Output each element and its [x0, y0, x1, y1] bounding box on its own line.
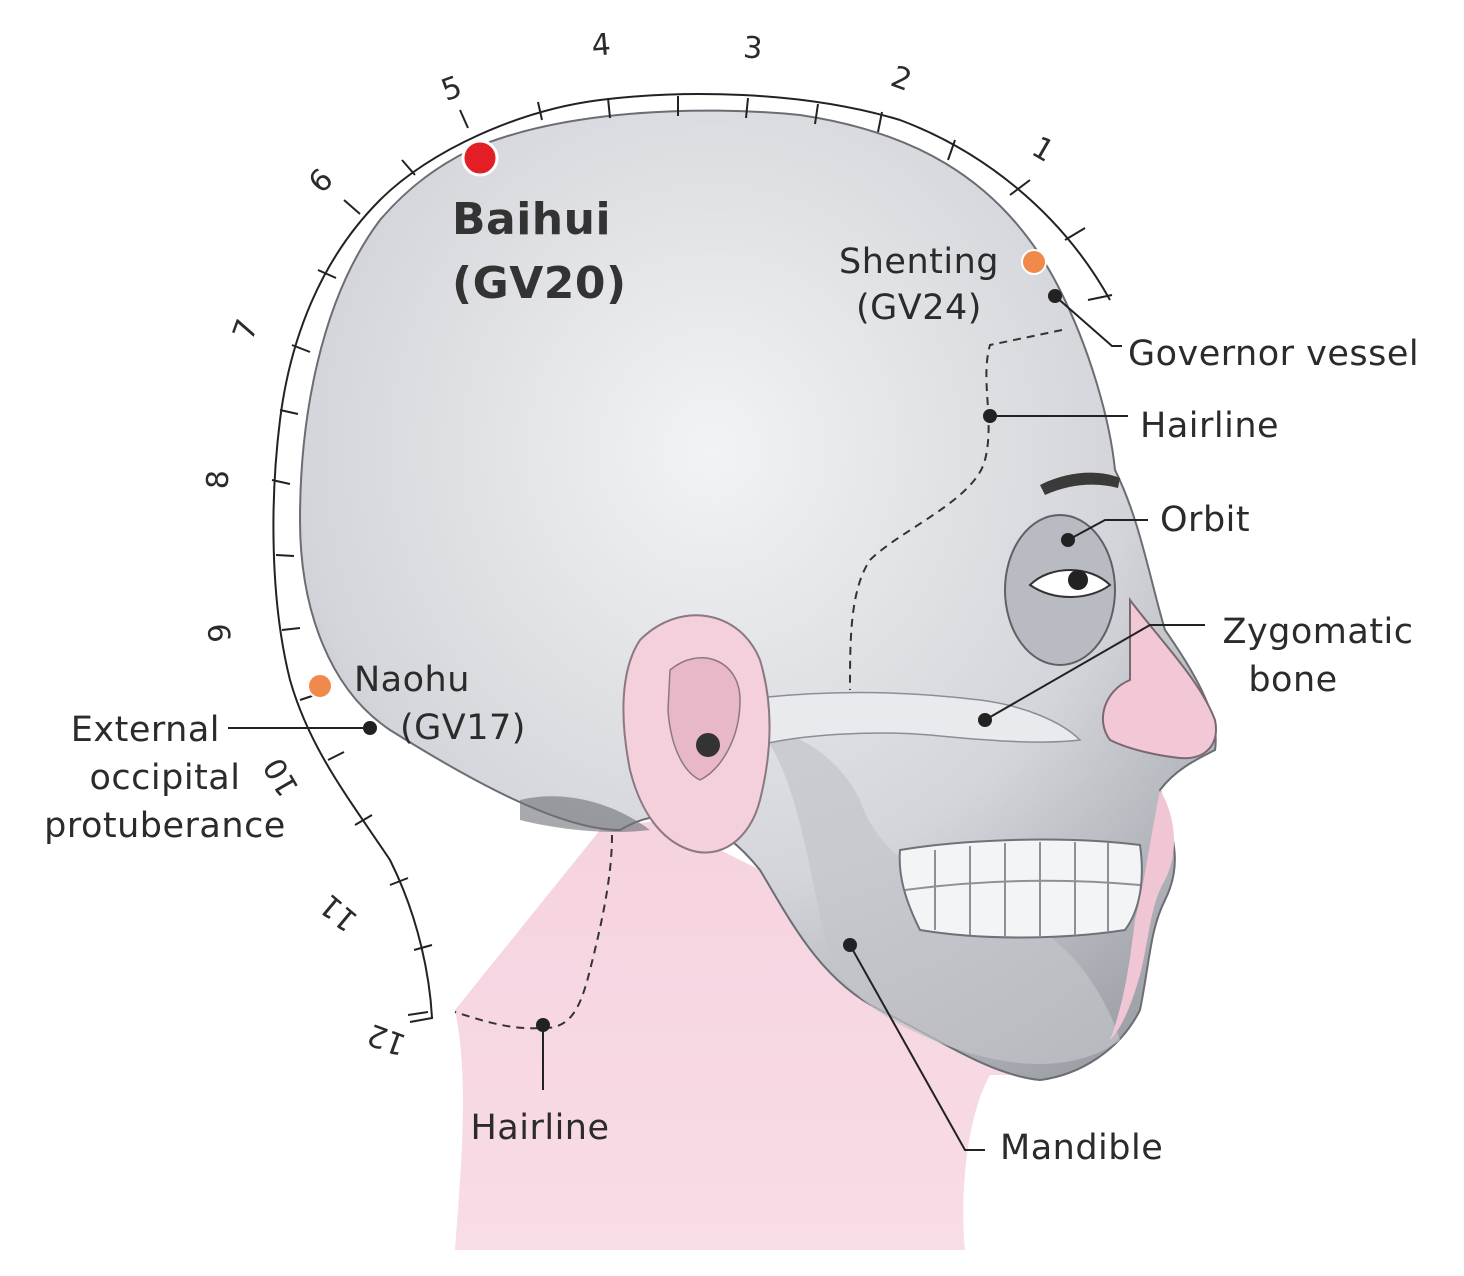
scale-minor-tick	[354, 814, 373, 826]
scale-tick-9	[281, 627, 301, 631]
scale-tick-3	[745, 97, 749, 119]
scale-tick-6	[343, 199, 361, 215]
scale-minor-tick	[279, 409, 299, 415]
scale-minor-tick	[537, 101, 543, 121]
baihui-code: (GV20)	[452, 258, 627, 309]
scale-arc	[272, 93, 1111, 1023]
scale-tick-7	[291, 344, 311, 353]
scale-tick-12	[407, 1011, 429, 1016]
scale-number-9: 9	[202, 622, 239, 644]
shenting-point[interactable]	[1021, 249, 1047, 275]
scale-ticks	[271, 96, 1113, 1016]
iris	[1068, 570, 1088, 590]
scale-tick-1	[1009, 179, 1031, 196]
external-label-line2: occipital	[89, 758, 241, 798]
hairline-front-label: Hairline	[1140, 406, 1280, 446]
scale-number-7: 7	[226, 315, 265, 345]
shenting-code: (GV24)	[856, 288, 982, 328]
scale-number-3: 3	[742, 30, 764, 67]
scale-minor-tick	[1064, 227, 1086, 241]
external-label-line3: protuberance	[44, 806, 286, 846]
governor-vessel-label: Governor vessel	[1128, 334, 1420, 374]
scale-tick-4	[607, 97, 611, 119]
scale-tick-2	[877, 111, 883, 133]
scale-minor-tick	[317, 269, 337, 279]
naohu-name: Naohu	[354, 660, 470, 700]
external-label-line1: External	[70, 710, 220, 750]
scale-minor-tick	[413, 944, 433, 951]
scale-minor-tick	[947, 139, 956, 161]
hairline-back-label: Hairline	[470, 1108, 610, 1148]
scale-tick-5	[459, 109, 469, 129]
eyebrow	[1040, 472, 1120, 495]
nose	[1101, 597, 1217, 760]
scale-number-1: 1	[1026, 130, 1060, 170]
scale-number-11: 11	[313, 887, 365, 938]
scale-tick-10	[327, 751, 345, 761]
scale-minor-tick	[1087, 294, 1113, 301]
leader-dots	[363, 289, 1075, 1032]
orbit-label: Orbit	[1160, 500, 1251, 540]
naohu-point[interactable]	[307, 673, 333, 699]
mandible-label: Mandible	[1000, 1128, 1164, 1168]
teeth-gaps	[904, 842, 1141, 937]
scale-number-8: 8	[201, 470, 237, 490]
ear-canal	[696, 733, 720, 757]
zygomatic-label-line1: Zygomatic	[1222, 612, 1414, 652]
scale-number-12: 12	[363, 1016, 411, 1062]
scale-number-6: 6	[302, 162, 340, 200]
baihui-point[interactable]	[461, 139, 499, 177]
back-hairline-path	[454, 834, 613, 1030]
zygomatic-label-line2: bone	[1248, 660, 1338, 700]
scale-number-2: 2	[886, 59, 916, 98]
baihui-name: Baihui	[452, 194, 612, 245]
scale-tick-11	[389, 877, 409, 886]
neck	[455, 820, 1060, 1250]
zygomatic-arch	[738, 691, 1082, 746]
scale-minor-tick	[814, 103, 819, 125]
scale-tick-8	[271, 479, 291, 485]
lips	[1110, 790, 1175, 1040]
head-shape	[298, 109, 1217, 1082]
ear-inner	[667, 657, 741, 781]
leader-lines	[228, 295, 1205, 1151]
naohu-code: (GV17)	[400, 708, 526, 748]
scale-number-5: 5	[437, 69, 467, 108]
shenting-name: Shenting	[839, 242, 999, 282]
scale-number-4: 4	[590, 27, 612, 64]
front-hairline-path	[849, 329, 1063, 691]
scale-minor-tick	[401, 159, 416, 176]
teeth	[898, 838, 1143, 939]
scale-minor-tick	[275, 554, 295, 557]
nape-shadow	[520, 796, 650, 832]
